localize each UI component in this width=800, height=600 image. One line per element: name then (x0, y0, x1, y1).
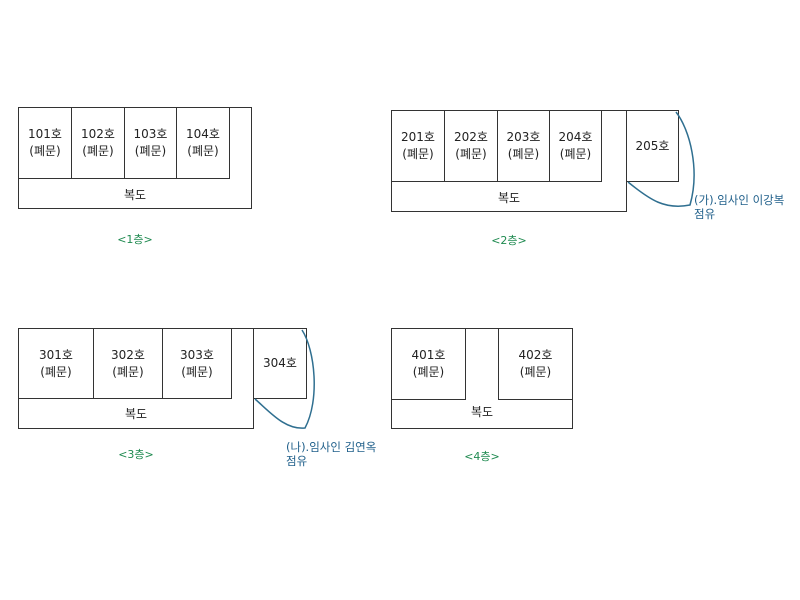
room-number: 103호 (133, 127, 168, 141)
room-number: 302호 (111, 347, 145, 362)
floor-label-1: <1층> (117, 233, 153, 246)
corridor-label: 복도 (470, 405, 494, 419)
room-number: 201호 (401, 130, 435, 144)
corridor-label: 복도 (124, 407, 148, 421)
room-status: (폐문) (559, 147, 592, 161)
room-status: (폐문) (181, 364, 213, 379)
room-number: 304호 (263, 356, 297, 370)
room-number: 204호 (558, 130, 593, 144)
room-number: 101호 (28, 127, 62, 141)
occupant-note-ga: (가).임사인 이강복 점유 (694, 193, 784, 221)
corridor-label: 복도 (123, 188, 147, 202)
room-status: (폐문) (455, 147, 487, 161)
room-303: 303호 (폐문) (162, 328, 232, 399)
room-number: 104호 (186, 127, 220, 141)
room-number: 402호 (518, 348, 553, 362)
room-status: (폐문) (507, 147, 540, 161)
room-status: (폐문) (519, 365, 552, 379)
room-status: (폐문) (82, 144, 114, 158)
room-204: 204호 (폐문) (549, 110, 602, 182)
room-203: 203호 (폐문) (497, 110, 550, 182)
room-302: 302호 (폐문) (93, 328, 163, 399)
room-number: 202호 (454, 130, 488, 144)
room-number: 203호 (506, 130, 541, 144)
room-101: 101호 (폐문) (18, 107, 72, 179)
room-status: (폐문) (40, 364, 72, 379)
room-201: 201호 (폐문) (391, 110, 445, 182)
room-102: 102호 (폐문) (71, 107, 125, 179)
room-number: 301호 (39, 347, 73, 362)
room-status: (폐문) (187, 144, 219, 158)
floor-label-3: <3층> (118, 448, 154, 461)
note-line: (나).임사인 김연옥 (286, 440, 377, 454)
room-number: 303호 (180, 347, 214, 362)
room-402: 402호 (폐문) (498, 328, 573, 400)
floor-label-2: <2층> (491, 234, 527, 247)
note-line: (가).임사인 이강복 (694, 193, 785, 207)
room-number: 401호 (411, 348, 446, 362)
room-301: 301호 (폐문) (18, 328, 94, 399)
floor-label-4: <4층> (464, 450, 500, 463)
room-401: 401호 (폐문) (391, 328, 466, 400)
room-status: (폐문) (29, 144, 61, 158)
note-line: 점유 (694, 207, 716, 221)
room-status: (폐문) (134, 144, 167, 158)
room-number: 102호 (81, 127, 115, 141)
room-status: (폐문) (402, 147, 434, 161)
room-status: (폐문) (412, 365, 445, 379)
room-304: 304호 (253, 328, 307, 399)
note-line: 점유 (286, 454, 308, 468)
room-104: 104호 (폐문) (176, 107, 230, 179)
room-status: (폐문) (112, 364, 144, 379)
room-number: 205호 (635, 138, 670, 153)
room-103: 103호 (폐문) (124, 107, 177, 179)
occupant-note-na: (나).임사인 김연옥 점유 (286, 440, 376, 468)
corridor-label: 복도 (497, 191, 521, 205)
room-205: 205호 (626, 110, 679, 182)
room-202: 202호 (폐문) (444, 110, 498, 182)
